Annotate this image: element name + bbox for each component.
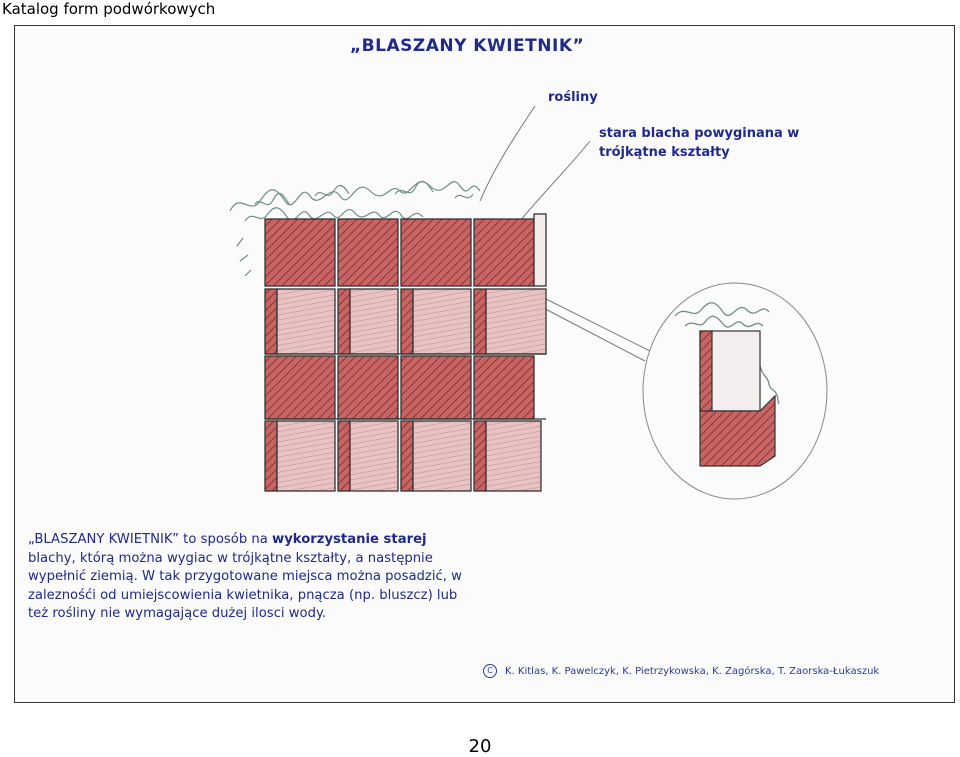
description-line5: też rośliny nie wymagające dużej ilosci …	[28, 606, 327, 621]
illustration-sheet: „BLASZANY KWIETNIK” rośliny stara blacha…	[14, 25, 955, 703]
description-line4: zaleznośći od umiejscowienia kwietnika, …	[28, 587, 458, 603]
drawing-title: „BLASZANY KWIETNIK”	[350, 36, 585, 56]
description-line1-bold: wykorzystanie starej	[272, 532, 427, 547]
description-lead: „BLASZANY KWIETNIK”	[28, 532, 179, 547]
description-line3: wypełnić ziemią. W tak przygotowane miej…	[28, 569, 462, 584]
metal-label-line1: stara blacha powyginana w	[599, 126, 800, 141]
metal-planter-grid	[264, 213, 547, 492]
catalog-title: Katalog form podwórkowych	[2, 0, 216, 18]
description-line1-rest: to sposób na	[178, 532, 273, 547]
planter-drawing	[229, 105, 828, 500]
copyright-icon: C	[483, 664, 497, 678]
page-number: 20	[468, 736, 492, 757]
metal-label: stara blacha powyginana w trójkątne kszt…	[599, 124, 799, 162]
credits-authors: K. Kitlas, K. Pawelczyk, K. Pietrzykowsk…	[505, 666, 880, 677]
metal-label-line2: trójkątne kształty	[599, 145, 730, 160]
description-line2: blachy, którą można wygiac w trójkątne k…	[28, 550, 433, 566]
detail-magnifier	[642, 282, 828, 500]
description-line1: „BLASZANY KWIETNIK” to sposób na wykorzy…	[28, 531, 548, 550]
plants-label: rośliny	[548, 90, 598, 105]
plants-foliage	[229, 180, 481, 277]
credits: C K. Kitlas, K. Pawelczyk, K. Pietrzykows…	[483, 664, 879, 678]
description: „BLASZANY KWIETNIK” to sposób na wykorzy…	[28, 531, 548, 624]
